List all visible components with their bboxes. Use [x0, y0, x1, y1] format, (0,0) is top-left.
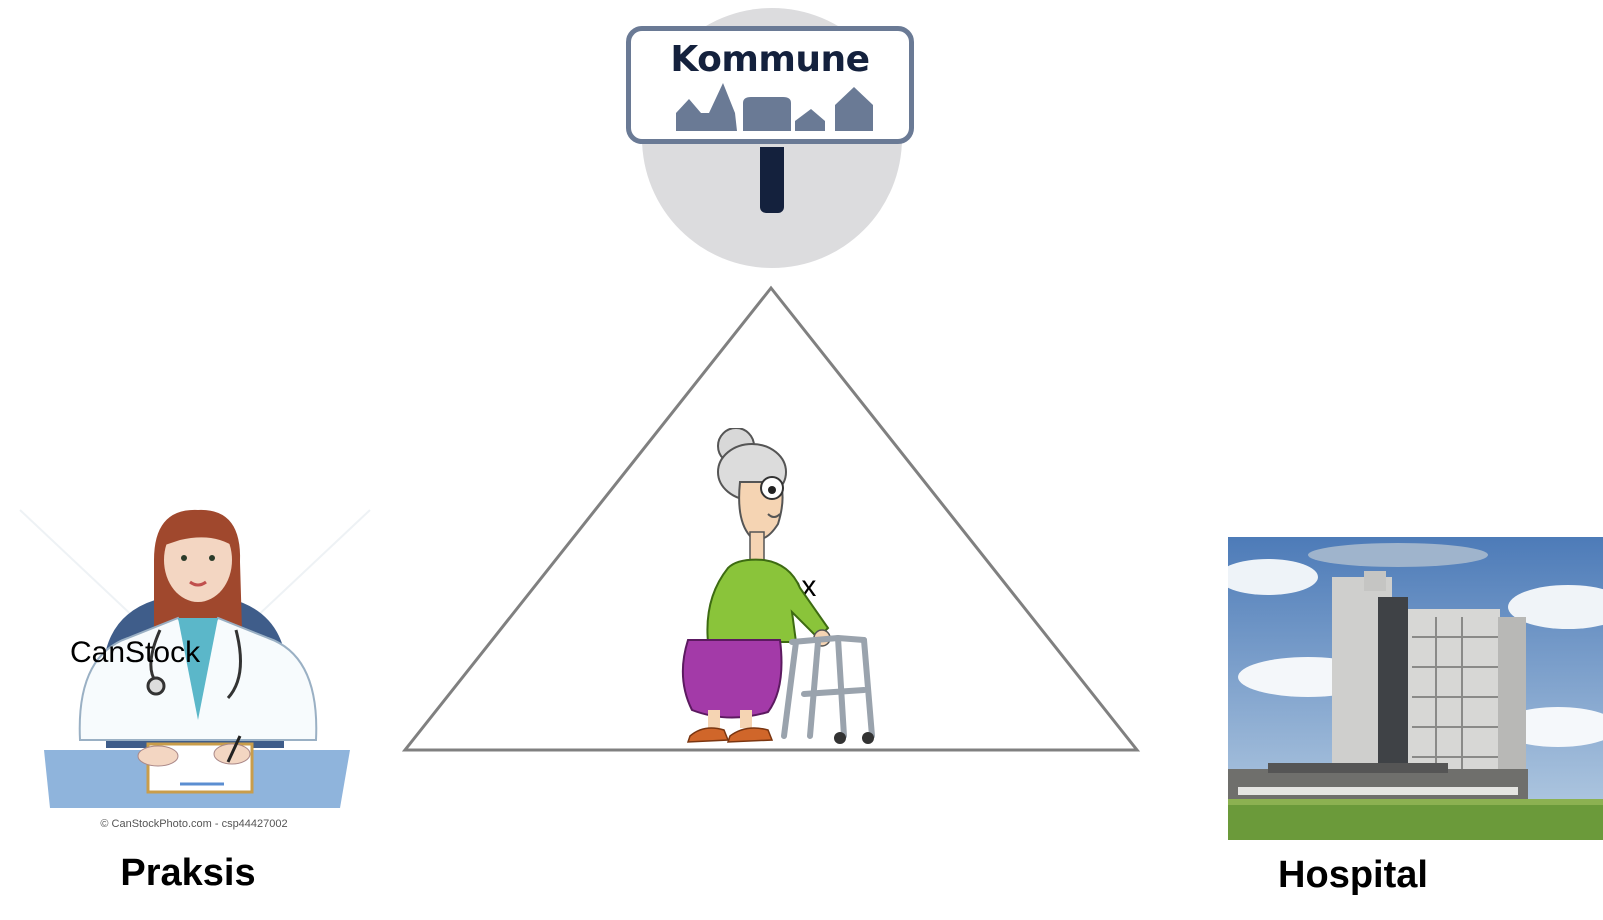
kommune-node: Kommune: [626, 8, 920, 272]
doctor-icon: CanStock: [10, 500, 380, 840]
town-silhouette-icon: [671, 83, 881, 143]
hospital-photo: [1228, 537, 1603, 840]
image-credit: © CanStockPhoto.com - csp44427002: [44, 818, 344, 830]
sign-pole: [760, 147, 784, 213]
elderly-patient-icon: box: [668, 428, 888, 748]
praksis-label: Praksis: [118, 852, 258, 895]
kommune-sign: Kommune: [626, 26, 914, 144]
hospital-label: Hospital: [1268, 854, 1438, 897]
praksis-watermark: CanStock: [70, 636, 201, 669]
kommune-label: Kommune: [631, 39, 909, 80]
